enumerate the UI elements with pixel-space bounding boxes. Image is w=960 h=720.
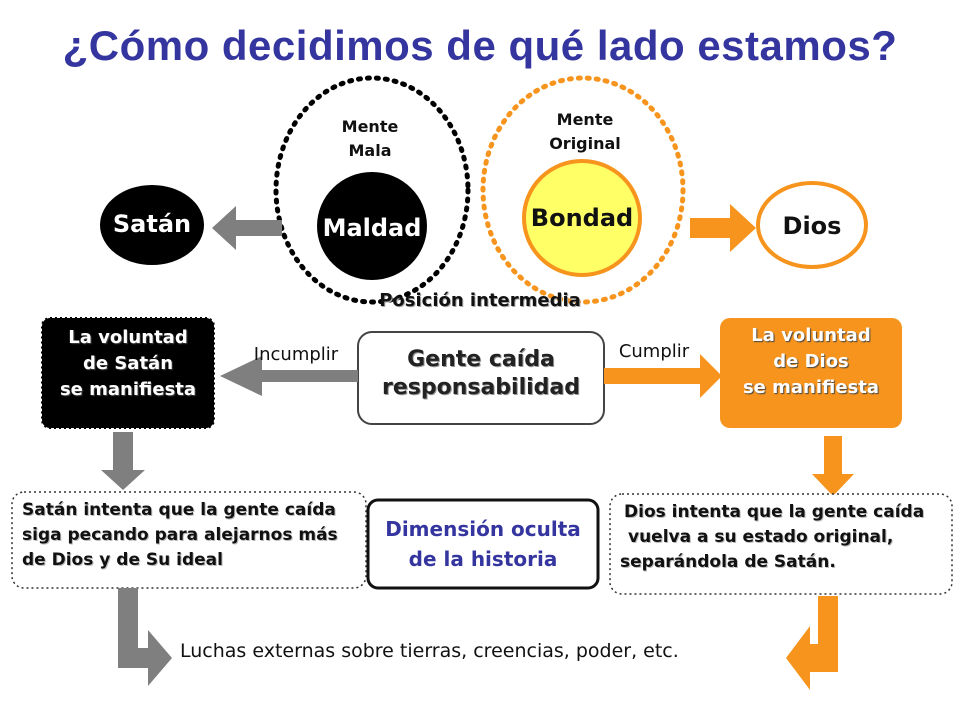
hidden-line2: de la historia — [408, 547, 558, 571]
arrow-bottom-right — [786, 596, 838, 690]
arrow-down-right — [812, 436, 854, 496]
hidden-dimension-text: Dimensión oculta de la historia — [368, 514, 598, 574]
left-desc-text: Satán intenta que la gente caída siga pe… — [22, 498, 366, 573]
bad-mind-label: Mente Mala — [320, 115, 420, 163]
right-will-line3: se manifiesta — [742, 377, 880, 398]
left-will-line1: La voluntad — [68, 327, 188, 348]
right-will-text: La voluntad de Dios se manifiesta — [720, 323, 902, 401]
arrow-bondad-to-dios — [690, 204, 756, 252]
right-desc-text: Dios intenta que la gente caída vuelva a… — [620, 500, 950, 575]
maldad-node — [317, 172, 427, 280]
right-will-line1: La voluntad — [751, 325, 871, 346]
left-desc-line2: siga pecando para alejarnos más — [22, 525, 338, 545]
arrow-maldad-to-satan — [212, 206, 282, 250]
maldad-label: Maldad — [322, 214, 422, 242]
arrow-bottom-left — [118, 588, 172, 686]
right-desc-line3: separándola de Satán. — [620, 552, 836, 572]
arrow-down-left — [101, 432, 145, 490]
arrow-incumplir — [220, 356, 358, 396]
left-will-line2: de Satán — [82, 353, 174, 374]
cumplir-label: Cumplir — [618, 341, 690, 362]
original-mind-line2: Original — [549, 134, 621, 153]
center-line1: Gente caída — [407, 347, 555, 372]
satan-node — [100, 185, 204, 265]
hidden-dimension-box — [366, 498, 600, 590]
left-will-line3: se manifiesta — [59, 379, 197, 400]
original-mind-label: Mente Original — [530, 108, 640, 156]
center-line2: responsabilidad — [381, 375, 581, 400]
incumplir-label: Incumplir — [253, 344, 339, 365]
dios-node — [756, 181, 868, 269]
bad-mind-line2: Mala — [348, 141, 392, 160]
right-desc-box — [609, 493, 953, 595]
right-will-box — [720, 318, 902, 428]
left-desc-line1: Satán intenta que la gente caída — [22, 500, 336, 520]
satan-label: Satán — [112, 210, 192, 238]
center-box-text: Gente caída responsabilidad — [358, 346, 604, 402]
right-desc-line1: Dios intenta que la gente caída — [624, 502, 925, 522]
left-will-text: La voluntad de Satán se manifiesta — [42, 325, 214, 403]
page-title: ¿Cómo decidimos de qué lado estamos? — [62, 22, 898, 69]
left-desc-box — [11, 491, 367, 589]
bondad-node — [522, 159, 642, 277]
bondad-label: Bondad — [530, 204, 634, 232]
bottom-struggles-text: Luchas externas sobre tierras, creencias… — [180, 640, 679, 662]
right-desc-line2: vuelva a su estado original, — [628, 527, 894, 547]
original-mind-line1: Mente — [556, 110, 614, 129]
bad-mind-line1: Mente — [341, 117, 399, 136]
dios-label: Dios — [782, 212, 842, 240]
right-will-line2: de Dios — [773, 351, 849, 372]
arrow-cumplir — [604, 354, 722, 398]
left-desc-line3: de Dios y de Su ideal — [22, 550, 223, 570]
hidden-line1: Dimensión oculta — [385, 517, 581, 541]
original-mind-circle — [480, 75, 686, 305]
middle-position-label: Posición intermedia — [379, 290, 581, 311]
bad-mind-circle — [273, 75, 471, 305]
left-will-box — [41, 317, 215, 429]
